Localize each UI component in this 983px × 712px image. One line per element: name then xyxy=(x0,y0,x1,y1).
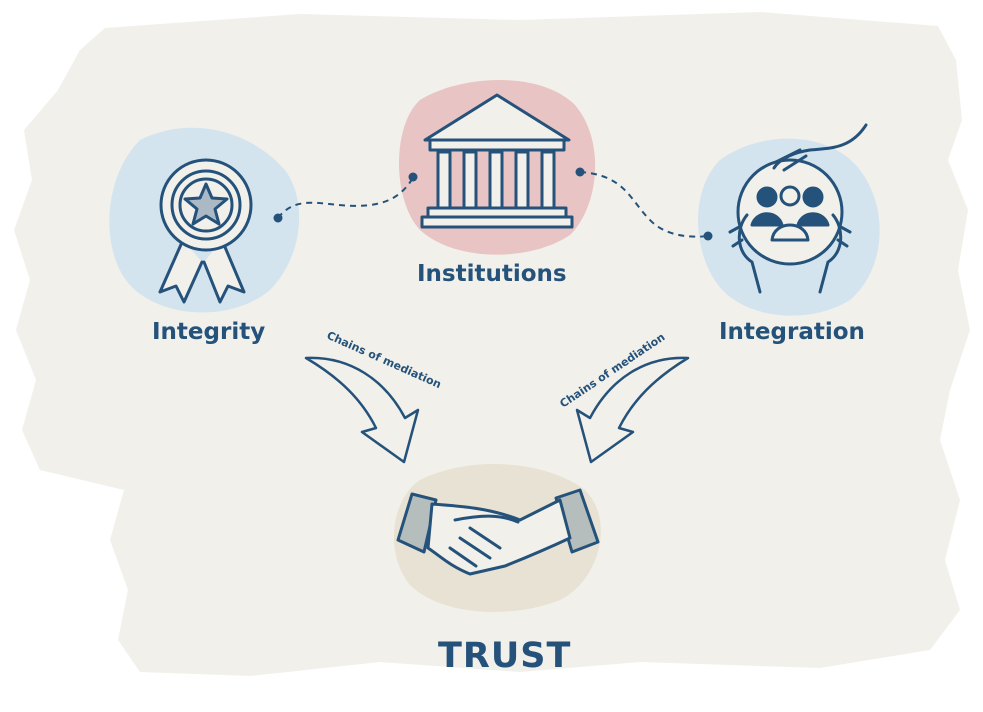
dashed-connectors xyxy=(277,171,709,238)
connector-integrity-institutions xyxy=(277,177,414,219)
hands-holding-community-icon xyxy=(728,123,868,294)
node-label-integrity: Integrity xyxy=(152,319,266,345)
right-mediation-arrow xyxy=(575,356,690,464)
handshake-icon xyxy=(396,488,600,576)
node-label-trust: TRUST xyxy=(438,636,572,676)
mediation-arrows xyxy=(304,356,690,464)
node-label-institutions: Institutions xyxy=(417,261,567,287)
connector-institutions-integration xyxy=(579,171,709,238)
connector-dots xyxy=(273,167,713,241)
left-mediation-arrow xyxy=(304,356,420,464)
node-label-integration: Integration xyxy=(719,319,865,345)
award-medal-icon xyxy=(158,158,253,304)
bank-building-icon xyxy=(420,93,574,229)
